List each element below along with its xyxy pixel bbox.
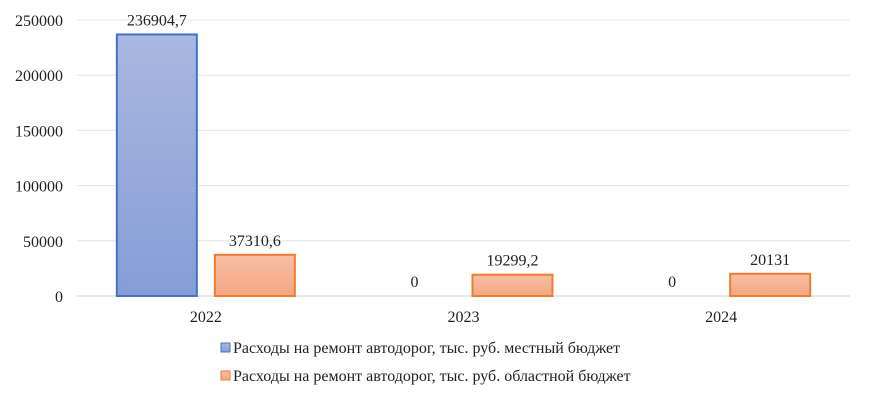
bar-2022-series-1: [115, 33, 198, 297]
y-tick-label: 100000: [15, 179, 63, 196]
data-label: 20131: [750, 252, 790, 269]
legend-label: Расходы на ремонт автодорог, тыс. руб. м…: [233, 340, 620, 357]
legend-swatch: [220, 342, 231, 353]
x-tick-label: 2023: [448, 309, 480, 326]
x-tick-label: 2022: [190, 309, 222, 326]
data-label: 236904,7: [127, 12, 187, 29]
data-label: 19299,2: [487, 253, 539, 270]
data-label: 0: [411, 274, 419, 291]
legend: Расходы на ремонт автодорог, тыс. руб. м…: [220, 340, 631, 385]
legend-swatch: [220, 370, 231, 381]
bar-2024-series-2: [729, 272, 812, 298]
y-tick-label: 150000: [15, 123, 63, 140]
y-tick-label: 50000: [23, 234, 63, 251]
data-label: 37310,6: [229, 233, 281, 250]
y-axis-ticks: 0 50000 100000 150000 200000 250000: [15, 13, 63, 306]
bar-2022-series-2: [213, 253, 296, 297]
data-label: 0: [668, 274, 676, 291]
x-axis-ticks: 2022 2023 2024: [190, 309, 737, 326]
y-tick-label: 250000: [15, 13, 63, 30]
bar-2023-series-2: [471, 273, 554, 298]
legend-label: Расходы на ремонт автодорог, тыс. руб. о…: [233, 368, 631, 385]
y-tick-label: 0: [55, 289, 63, 306]
y-tick-label: 200000: [15, 68, 63, 85]
bars: 236904,7 37310,6 0 19299,2 0 20131: [115, 12, 812, 298]
gridlines: [77, 19, 850, 297]
x-tick-label: 2024: [705, 309, 737, 326]
